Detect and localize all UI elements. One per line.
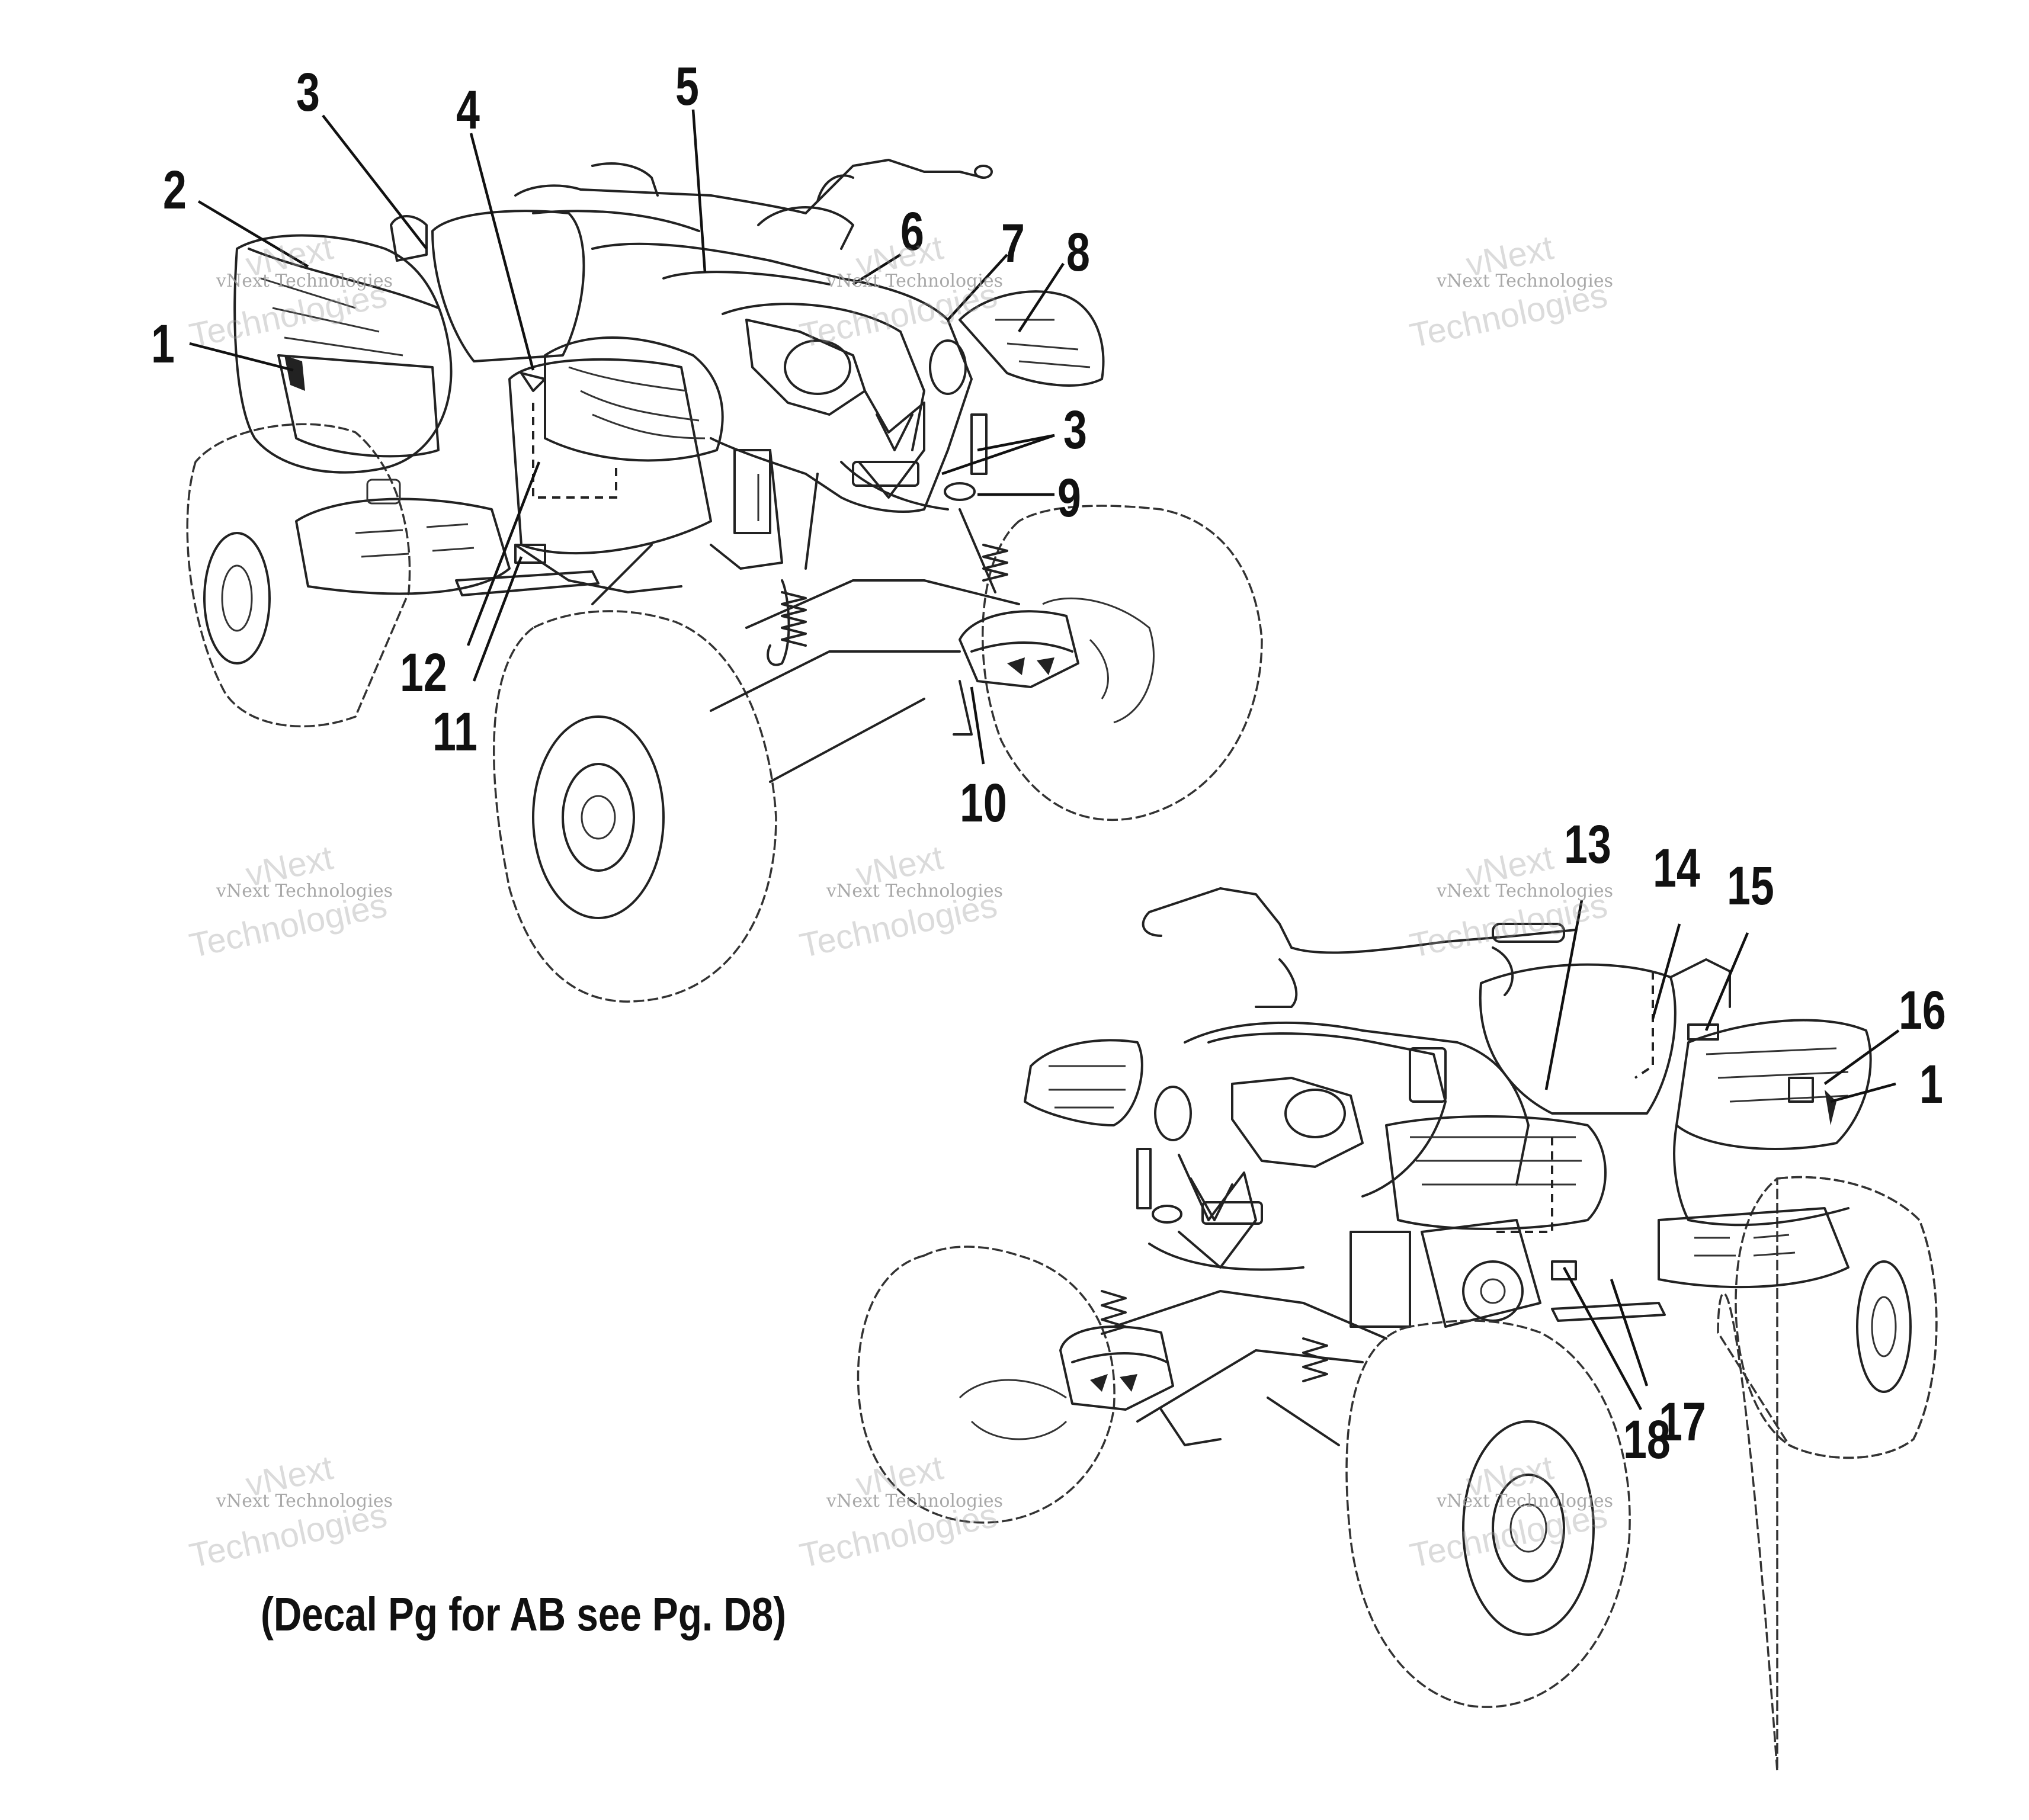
callout-12: 12 bbox=[400, 643, 447, 703]
suspension-upper bbox=[591, 473, 1079, 783]
callout-11: 11 bbox=[432, 702, 477, 762]
watermark-text: vNext Technologies bbox=[1437, 271, 1614, 291]
callout-6: 6 bbox=[900, 201, 924, 262]
callout-2: 2 bbox=[163, 160, 187, 220]
atv-lower bbox=[857, 887, 1938, 1771]
hood-upper bbox=[591, 242, 988, 570]
handlebars-upper bbox=[514, 159, 993, 250]
callout-14: 14 bbox=[1653, 838, 1700, 898]
rear-wheel-lower bbox=[1717, 1176, 1938, 1771]
callout-15: 15 bbox=[1727, 856, 1774, 916]
watermark-text: vNext Technologies bbox=[216, 881, 393, 901]
front-fender-right-lower bbox=[1385, 1115, 1607, 1233]
seat-lower bbox=[1479, 958, 1731, 1115]
front-fender-left-lower bbox=[1024, 1039, 1143, 1126]
front-wheel-left-upper bbox=[492, 610, 777, 1003]
footer-note: (Decal Pg for AB see Pg. D8) bbox=[261, 1588, 787, 1641]
callout-1-upper: 1 bbox=[151, 314, 175, 374]
callout-8: 8 bbox=[1066, 222, 1090, 283]
callout-9: 9 bbox=[1057, 468, 1081, 528]
watermark-text: vNext Technologies bbox=[1437, 1491, 1614, 1511]
side-panel-upper bbox=[455, 358, 712, 596]
rear-fender-lower bbox=[1658, 1019, 1872, 1289]
atv-upper bbox=[186, 159, 1263, 1003]
callout-17: 17 bbox=[1659, 1392, 1706, 1452]
rear-wheel-upper bbox=[186, 423, 411, 728]
seat-upper bbox=[390, 210, 700, 362]
leader-lines bbox=[189, 109, 1900, 1411]
callout-16: 16 bbox=[1899, 980, 1946, 1041]
front-fender-left-upper bbox=[544, 336, 724, 462]
hood-lower bbox=[1136, 1021, 1530, 1271]
front-wheel-right-upper bbox=[982, 505, 1263, 821]
suspension-lower bbox=[1059, 1290, 1387, 1446]
watermark-text: vNext Technologies bbox=[216, 1491, 393, 1511]
watermark-text: vNext Technologies bbox=[216, 271, 393, 291]
front-wheel-right-lower bbox=[1345, 1320, 1631, 1708]
handlebars-lower bbox=[1142, 887, 1577, 1008]
watermark-text: vNext Technologies bbox=[826, 1491, 1004, 1511]
front-fender-right-upper bbox=[959, 290, 1105, 387]
watermark-text: vNext Technologies bbox=[826, 881, 1004, 901]
callout-3-upper-tail: 3 bbox=[296, 62, 320, 123]
callout-4: 4 bbox=[456, 80, 480, 140]
callout-3-upper-front: 3 bbox=[1063, 400, 1087, 460]
watermark-text: vNext Technologies bbox=[1437, 881, 1614, 901]
engine-lower bbox=[1350, 1219, 1666, 1328]
callout-5: 5 bbox=[675, 56, 699, 117]
callout-18: 18 bbox=[1623, 1410, 1671, 1470]
callout-7: 7 bbox=[1001, 213, 1025, 274]
watermark-text: vNext Technologies bbox=[826, 271, 1004, 291]
callout-13: 13 bbox=[1564, 814, 1611, 875]
callout-10: 10 bbox=[960, 773, 1007, 833]
front-wheel-left-lower bbox=[857, 1246, 1116, 1524]
rear-fender-upper bbox=[233, 234, 511, 595]
callout-1-lower: 1 bbox=[1919, 1054, 1943, 1115]
